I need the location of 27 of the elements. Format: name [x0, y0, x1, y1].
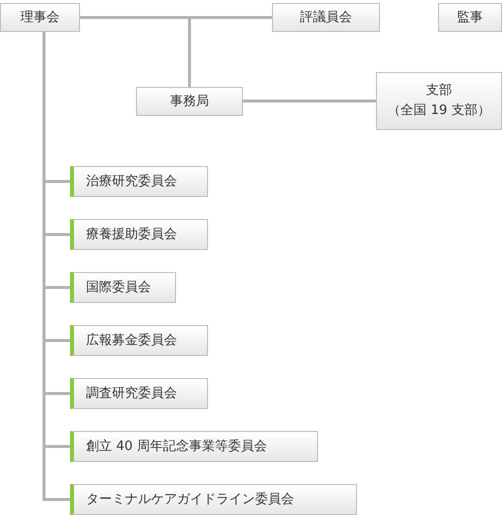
committee-box [70, 325, 208, 356]
org-name: 評議員会 [300, 8, 352, 26]
connector-line [80, 16, 191, 87]
committee-name: 調査研究委員会 [86, 384, 177, 402]
committee-box [70, 272, 176, 303]
committee-name: 療養援助委員会 [86, 226, 177, 244]
committee-name: 治療研究委員会 [86, 172, 177, 190]
org-box [376, 72, 502, 130]
committee-name: 広報募金委員会 [86, 332, 177, 350]
committee-box [70, 166, 208, 197]
org-box [0, 3, 80, 32]
org-name: 支部 [426, 82, 452, 100]
org-name: 監事 [457, 8, 483, 26]
org-name: 理事会 [20, 8, 60, 26]
org-box [272, 3, 380, 32]
org-name: （全国 19 支部） [388, 102, 490, 120]
org-name: 事務局 [170, 92, 209, 110]
committee-box [70, 431, 318, 462]
org-box [136, 87, 243, 116]
org-box [438, 3, 502, 32]
committee-name: 国際委員会 [86, 278, 151, 296]
committee-name: 創立 40 周年記念事業等委員会 [86, 438, 267, 456]
connector-line [243, 100, 376, 102]
committee-box [70, 484, 357, 515]
committee-box [70, 219, 208, 250]
committee-box [70, 378, 208, 409]
committee-name: ターミナルケアガイドライン委員会 [86, 490, 294, 508]
